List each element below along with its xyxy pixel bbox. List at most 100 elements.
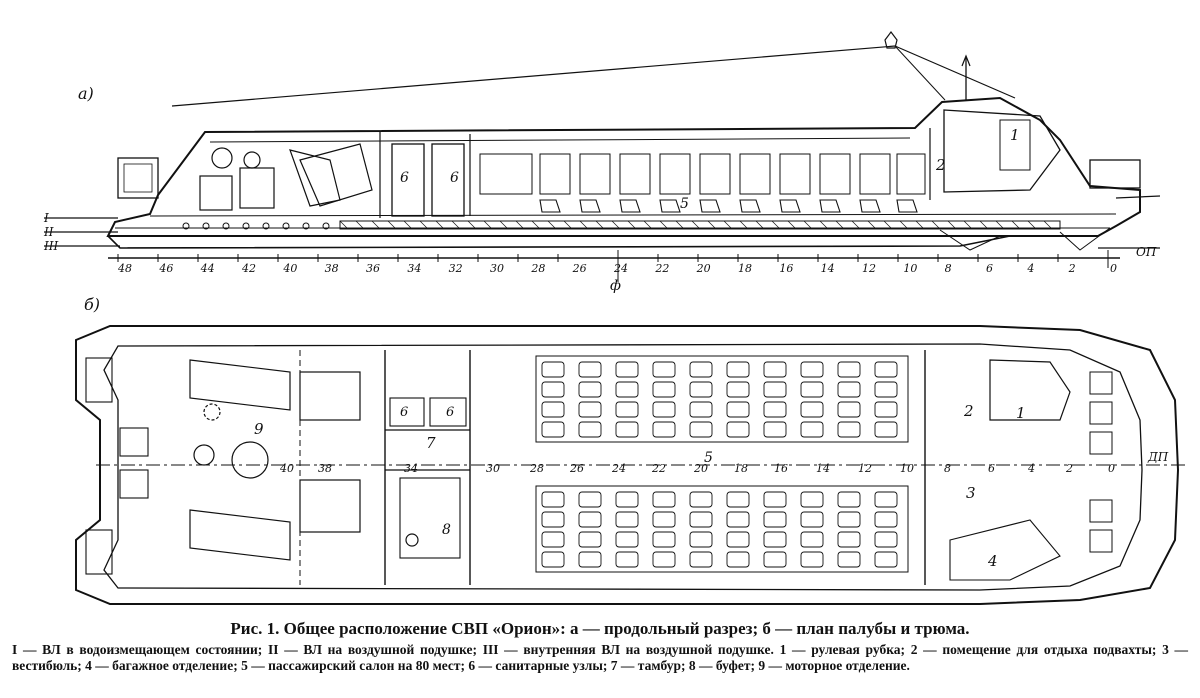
seat <box>874 531 898 548</box>
frame-number-b: 20 <box>693 462 708 475</box>
seat <box>615 401 639 418</box>
seat <box>837 531 861 548</box>
frame-number-b: 2 <box>1065 462 1073 475</box>
seat <box>652 361 676 378</box>
zone-b-5: 5 <box>704 450 713 466</box>
legend-item: 7 — тамбур; <box>610 658 686 673</box>
zone-b-3: 3 <box>966 484 976 502</box>
zone-a-5: 5 <box>680 196 689 212</box>
legend-item: 8 — буфет; <box>688 658 756 673</box>
frame-number-a: 46 <box>158 262 173 275</box>
frame-number-b: 8 <box>944 462 951 475</box>
frame-number-a: 30 <box>490 262 504 275</box>
legend-item: III — внутренняя ВЛ на воздушной подушке… <box>482 642 774 657</box>
legend-item: 3 — вестибюль; <box>12 642 1189 673</box>
seat <box>652 381 676 398</box>
seat <box>689 361 713 378</box>
seat <box>541 401 565 418</box>
zone-b-9: 9 <box>254 420 264 438</box>
figure-caption: Рис. 1. Общее расположение СВП «Орион»: … <box>230 619 970 638</box>
frame-number-b: 4 <box>1027 462 1035 475</box>
seat <box>541 421 565 438</box>
seat <box>763 421 787 438</box>
frame-number-a: 0 <box>1110 262 1117 275</box>
seat <box>837 511 861 528</box>
legend-item: 9 — моторное отделение. <box>758 658 910 673</box>
seat <box>800 401 824 418</box>
legend-item: 6 — санитарные узлы; <box>468 658 608 673</box>
seat <box>689 381 713 398</box>
frame-number-a: 10 <box>903 262 917 275</box>
frame-number-a: 12 <box>862 262 876 275</box>
seat <box>726 551 750 568</box>
midship-mark: ф <box>610 278 621 294</box>
seat <box>800 491 824 508</box>
seat <box>837 491 861 508</box>
frame-number-a: 34 <box>407 262 421 275</box>
seat <box>689 531 713 548</box>
frame-number-b: 28 <box>529 462 544 475</box>
legend-item: 5 — пассажирский салон на 80 мест; <box>241 658 466 673</box>
panel-label-b: б) <box>84 295 100 314</box>
legend-item: II — ВЛ на воздушной подушке; <box>267 642 478 657</box>
seat <box>800 531 824 548</box>
seat <box>689 551 713 568</box>
zone-b-2: 2 <box>963 402 974 420</box>
centreline-label-dp: ДП <box>1147 450 1169 464</box>
frame-number-a: 28 <box>530 262 545 275</box>
figure-legend: I — ВЛ в водоизмещающем состоянии; II — … <box>12 642 1188 674</box>
frame-number-a: 4 <box>1026 262 1034 275</box>
frame-number-a: 18 <box>738 262 752 275</box>
zone-b-6a: 6 <box>400 405 408 420</box>
seat <box>874 511 898 528</box>
seat <box>763 491 787 508</box>
frame-number-b: 30 <box>486 462 500 475</box>
zone-b-7: 7 <box>426 434 436 452</box>
waterline-label-3: III <box>43 239 58 253</box>
frame-number-a: 32 <box>449 262 463 275</box>
seat <box>578 531 602 548</box>
frame-number-a: 26 <box>572 262 587 275</box>
frame-number-b: 38 <box>318 462 332 475</box>
frame-number-a: 22 <box>654 262 669 275</box>
seat <box>763 361 787 378</box>
seat <box>652 551 676 568</box>
seat <box>726 491 750 508</box>
seat <box>726 511 750 528</box>
frame-number-b: 6 <box>988 462 995 475</box>
frame-number-b: 26 <box>569 462 584 475</box>
seat <box>800 421 824 438</box>
seat <box>874 381 898 398</box>
legend-item: 2 — помещение для отдыха подвахты; <box>910 642 1157 657</box>
seat <box>578 361 602 378</box>
seat <box>578 401 602 418</box>
legend-item: 4 — багажное отделение; <box>85 658 238 673</box>
frame-number-b: 16 <box>774 462 788 475</box>
seat <box>837 381 861 398</box>
seat <box>615 531 639 548</box>
seat <box>763 551 787 568</box>
seat <box>837 551 861 568</box>
frame-number-a: 36 <box>366 262 380 275</box>
seat <box>578 421 602 438</box>
seat <box>652 421 676 438</box>
zone-a-2: 2 <box>935 156 946 174</box>
deck-plan <box>75 325 1186 605</box>
seat <box>689 511 713 528</box>
seat <box>578 551 602 568</box>
seat <box>874 491 898 508</box>
seat <box>689 401 713 418</box>
seat <box>800 511 824 528</box>
frame-number-a: 40 <box>282 262 297 275</box>
frame-number-a: 38 <box>325 262 339 275</box>
frame-number-a: 20 <box>696 262 711 275</box>
seat <box>541 511 565 528</box>
frame-number-a: 16 <box>779 262 793 275</box>
frame-number-b: 12 <box>858 462 872 475</box>
zone-a-6a: 6 <box>400 170 409 186</box>
seat <box>541 381 565 398</box>
waterline-label-1: I <box>43 211 49 225</box>
zone-a-6b: 6 <box>450 170 459 186</box>
salon-seats <box>541 361 898 568</box>
